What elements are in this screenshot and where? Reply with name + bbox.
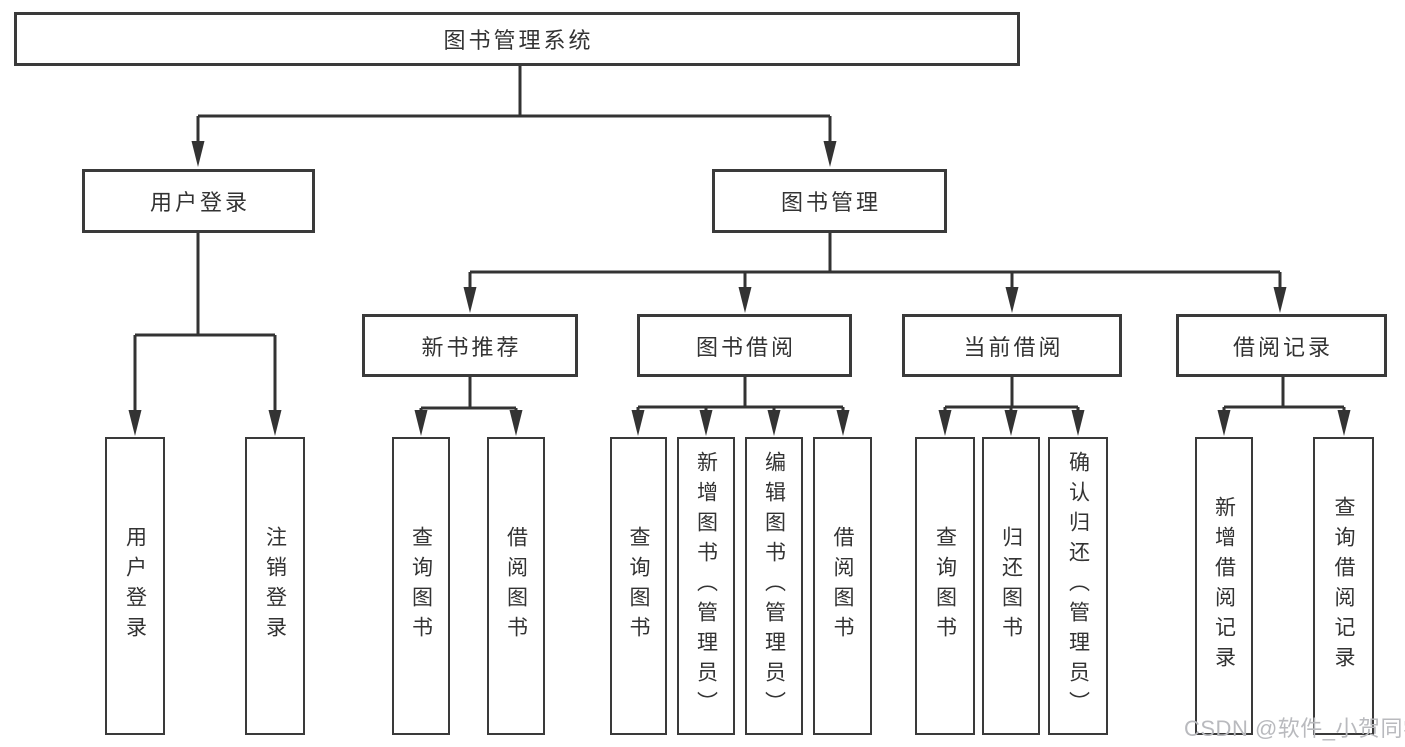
leaf-add-borrow-record: 新增借阅记录 (1195, 437, 1253, 735)
arrow-down-icon (414, 410, 428, 436)
connector-book-mgmt-children (468, 233, 1282, 289)
arrow-down-icon (836, 410, 850, 436)
leaf-query-borrow-record: 查询借阅记录 (1313, 437, 1374, 735)
arrow-down-icon (1337, 410, 1351, 436)
arrow-down-icon (738, 287, 752, 313)
node-borrowing-records: 借阅记录 (1176, 314, 1387, 377)
leaf-label: 查询借阅记录 (1332, 496, 1355, 676)
arrow-down-icon (1004, 410, 1018, 436)
arrow-down-icon (509, 410, 523, 436)
arrow-down-icon (463, 287, 477, 313)
arrow-down-icon (1217, 410, 1231, 436)
node-book-borrowing: 图书借阅 (637, 314, 852, 377)
arrow-down-icon (1071, 410, 1085, 436)
node-new-book-recommend: 新书推荐 (362, 314, 578, 377)
leaf-label: 查询图书 (627, 526, 650, 646)
arrow-down-icon (1273, 287, 1287, 313)
arrow-down-icon (631, 410, 645, 436)
leaf-query-books-under-borrowing: 查询图书 (610, 437, 667, 735)
leaf-query-books-under-recommend: 查询图书 (392, 437, 450, 735)
leaf-borrow-books-under-recommend: 借阅图书 (487, 437, 545, 735)
leaf-borrow-books-under-borrowing: 借阅图书 (813, 437, 872, 735)
connector-borrow-record-children (1222, 377, 1346, 413)
leaf-label: 编辑图书（管理员） (762, 451, 786, 721)
arrow-down-icon (699, 410, 713, 436)
leaf-label: 用户登录 (123, 526, 147, 646)
leaf-label: 查询图书 (933, 526, 957, 646)
arrow-down-icon (268, 410, 282, 436)
leaf-label: 查询图书 (409, 526, 433, 646)
csdn-watermark: CSDN @软件_小贺同学 (1184, 716, 1405, 741)
leaf-label: 新增图书（管理员） (694, 451, 718, 721)
leaf-return-book: 归还图书 (982, 437, 1040, 735)
leaf-label: 确认归还（管理员） (1066, 451, 1090, 721)
leaf-label: 注销登录 (263, 526, 287, 646)
arrow-down-icon (938, 410, 952, 436)
node-current-borrowing: 当前借阅 (902, 314, 1122, 377)
leaf-logout: 注销登录 (245, 437, 305, 735)
arrow-down-icon (128, 410, 142, 436)
arrow-down-icon (823, 141, 837, 167)
leaf-edit-book-admin: 编辑图书（管理员） (745, 437, 803, 735)
leaf-query-books-under-current: 查询图书 (915, 437, 975, 735)
leaf-add-book-admin: 新增图书（管理员） (677, 437, 735, 735)
arrow-down-icon (1005, 287, 1019, 313)
leaf-label: 归还图书 (999, 526, 1023, 646)
arrow-down-icon (767, 410, 781, 436)
leaf-label: 新增借阅记录 (1212, 496, 1236, 676)
node-user-login: 用户登录 (82, 169, 315, 233)
connector-root-to-level2 (196, 66, 832, 144)
leaf-label: 借阅图书 (831, 526, 854, 646)
connector-book-borrow-children (636, 377, 845, 413)
node-book-management: 图书管理 (712, 169, 947, 233)
leaf-confirm-return-admin: 确认归还（管理员） (1048, 437, 1108, 735)
leaf-user-login: 用户登录 (105, 437, 165, 735)
arrow-down-icon (191, 141, 205, 167)
node-library-management-system: 图书管理系统 (14, 12, 1020, 66)
connector-user-login-children (133, 233, 277, 412)
connector-current-borrow-children (943, 377, 1080, 413)
connector-new-book-children (419, 377, 518, 413)
leaf-label: 借阅图书 (504, 526, 528, 646)
